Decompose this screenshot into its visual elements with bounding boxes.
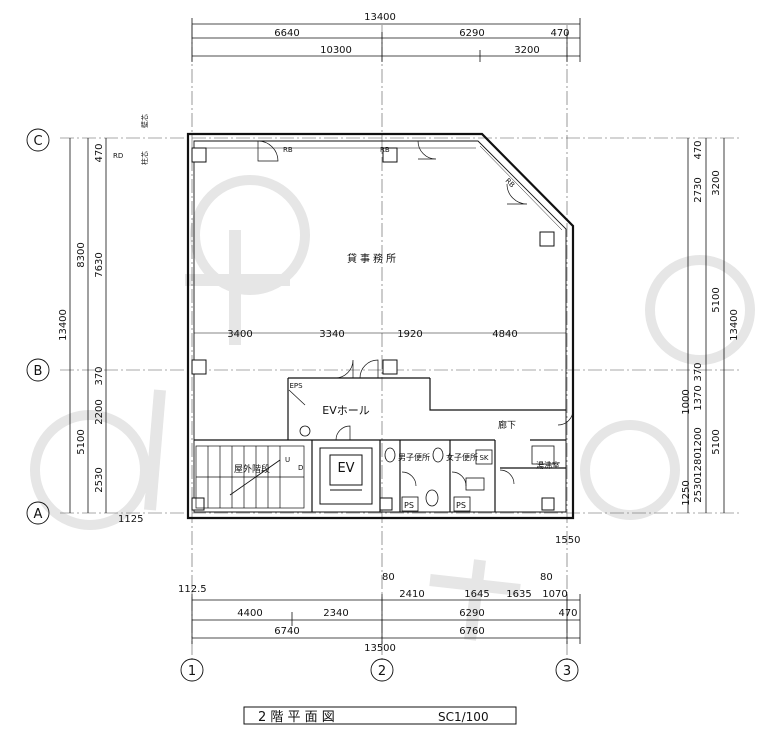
dim-right-5100a: 5100 bbox=[711, 287, 722, 312]
dim-right-2730: 2730 bbox=[693, 177, 704, 202]
room-ev-hall: EVホール bbox=[322, 404, 369, 417]
dim-bottom-80a: 80 bbox=[382, 572, 395, 583]
dim-right-1280: 1280 bbox=[693, 452, 704, 477]
axis-label-1: 1 bbox=[188, 664, 196, 679]
dim-right-5100b: 5100 bbox=[711, 429, 722, 454]
axis-label-c: C bbox=[33, 134, 42, 149]
door-swings bbox=[257, 140, 574, 487]
room-ps-1: PS bbox=[404, 501, 414, 510]
room-corridor: 廊下 bbox=[498, 419, 516, 431]
structural-columns bbox=[191, 147, 555, 511]
dim-left-7630: 7630 bbox=[94, 252, 105, 277]
dim-bottom-1645: 1645 bbox=[464, 589, 489, 600]
marker-rb-2: RB bbox=[380, 146, 390, 154]
bottom-dimension-lines bbox=[191, 594, 581, 644]
dim-bottom-overall: 13500 bbox=[364, 643, 396, 654]
dim-bottom-470: 470 bbox=[558, 608, 577, 619]
room-eps: EPS bbox=[289, 382, 303, 390]
axis-label-a: A bbox=[34, 507, 43, 522]
grid-lines bbox=[60, 25, 740, 660]
dim-top-470: 470 bbox=[550, 28, 569, 39]
dim-bottom-1125: 112.5 bbox=[178, 584, 207, 595]
room-ev: EV bbox=[337, 461, 354, 476]
marker-rb-1: RB bbox=[283, 146, 293, 154]
dim-right-1000: 1000 bbox=[681, 389, 692, 414]
stair-mark-down: D bbox=[298, 464, 303, 472]
dim-bottom-2340: 2340 bbox=[323, 608, 348, 619]
dim-interior-4840: 4840 bbox=[492, 329, 517, 340]
room-kitchenette: 湯沸室 bbox=[536, 460, 560, 470]
room-sk: SK bbox=[479, 454, 488, 462]
dim-right-2530: 2530 bbox=[693, 477, 704, 502]
drawing-title: 2 階 平 面 図 bbox=[258, 710, 335, 725]
left-dimension-lines bbox=[69, 138, 107, 513]
dim-interior-3400: 3400 bbox=[227, 329, 252, 340]
dim-left-8300: 8300 bbox=[76, 242, 87, 267]
dim-right-1250: 1250 bbox=[681, 480, 692, 505]
dim-bottom-1550: 1550 bbox=[555, 535, 580, 546]
axis-label-3: 3 bbox=[563, 664, 571, 679]
room-stairs: 屋外階段 bbox=[234, 463, 270, 475]
axis-label-2: 2 bbox=[378, 664, 386, 679]
dim-top-10300: 10300 bbox=[320, 45, 352, 56]
dim-interior-1920: 1920 bbox=[397, 329, 422, 340]
marker-rb-3: RB bbox=[504, 177, 517, 190]
building-walls bbox=[186, 132, 575, 520]
dim-top-6640: 6640 bbox=[274, 28, 299, 39]
dim-bottom-80b: 80 bbox=[540, 572, 553, 583]
dim-bottom-6760: 6760 bbox=[459, 626, 484, 637]
dim-left-5100: 5100 bbox=[76, 429, 87, 454]
title-block bbox=[243, 706, 517, 725]
dim-bottom-6290: 6290 bbox=[459, 608, 484, 619]
axis-bubbles bbox=[26, 128, 579, 682]
axis-label-b: B bbox=[34, 364, 43, 379]
dim-bottom-4400: 4400 bbox=[237, 608, 262, 619]
dim-left-overall: 13400 bbox=[58, 309, 69, 341]
outdoor-stairs bbox=[195, 445, 305, 509]
dim-left-2200: 2200 bbox=[94, 399, 105, 424]
dim-bottom-2410: 2410 bbox=[399, 589, 424, 600]
dim-left-1125: 1125 bbox=[118, 514, 143, 525]
dim-left-2530: 2530 bbox=[94, 467, 105, 492]
dim-right-3200: 3200 bbox=[711, 170, 722, 195]
drawing-scale: SC1/100 bbox=[438, 710, 489, 724]
dim-right-1200: 1200 bbox=[693, 427, 704, 452]
elevator-shaft bbox=[319, 447, 373, 505]
stair-mark-up: U bbox=[285, 456, 290, 464]
dim-bottom-1070: 1070 bbox=[542, 589, 567, 600]
interior-partitions bbox=[194, 377, 566, 512]
top-dimension-lines bbox=[191, 18, 581, 62]
room-mens: 男子便所 bbox=[398, 452, 430, 462]
dim-top-3200: 3200 bbox=[514, 45, 539, 56]
marker-column-line: 柱芯 bbox=[140, 151, 149, 165]
dim-left-370: 370 bbox=[94, 366, 105, 385]
marker-wall-line: 壁芯 bbox=[140, 114, 149, 128]
room-womens: 女子便所 bbox=[446, 452, 478, 462]
dim-right-470: 470 bbox=[693, 140, 704, 159]
dim-bottom-1635: 1635 bbox=[506, 589, 531, 600]
dim-right-370: 370 bbox=[693, 362, 704, 381]
dim-right-1370: 1370 bbox=[693, 385, 704, 410]
dim-top-6290: 6290 bbox=[459, 28, 484, 39]
dim-left-470: 470 bbox=[94, 143, 105, 162]
dim-top-overall: 13400 bbox=[364, 12, 396, 23]
watermark bbox=[30, 175, 755, 641]
room-ps-2: PS bbox=[456, 501, 466, 510]
dim-right-overall: 13400 bbox=[729, 309, 740, 341]
right-dimension-lines bbox=[687, 138, 725, 513]
dim-bottom-6740: 6740 bbox=[274, 626, 299, 637]
marker-rd: RD bbox=[113, 152, 123, 160]
room-office: 貸事務所 bbox=[347, 252, 399, 265]
sanitary-fixtures bbox=[299, 425, 555, 512]
dim-interior-3340: 3340 bbox=[319, 329, 344, 340]
